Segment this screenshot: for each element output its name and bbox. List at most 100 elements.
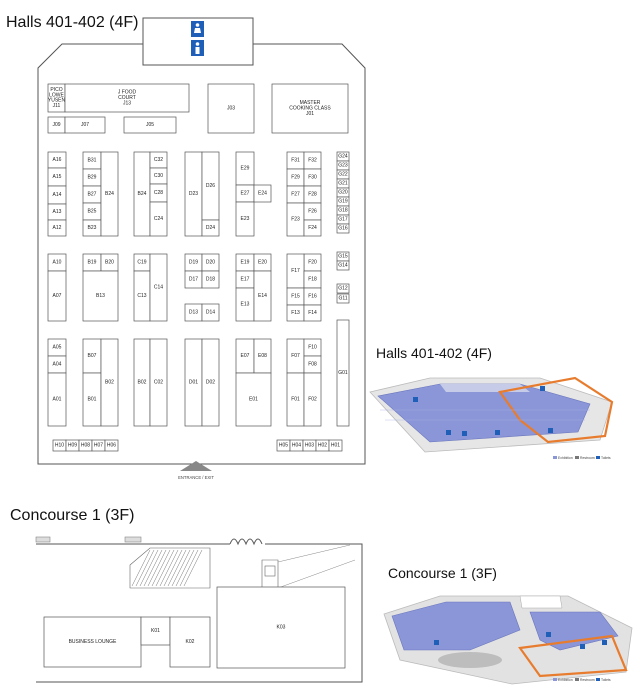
booth-f32: F32 bbox=[303, 151, 322, 170]
booth-label: H03 bbox=[305, 443, 314, 449]
highlight-area-concourse bbox=[518, 634, 628, 678]
booth-label: A05 bbox=[53, 345, 62, 351]
booth-label: F28 bbox=[308, 192, 317, 198]
booth-b07: B07 bbox=[82, 338, 102, 374]
concourse-overview-legend: Exhibition Restroom Toilets bbox=[553, 678, 611, 682]
booth-label: B01 bbox=[88, 397, 97, 403]
booth-label: C28 bbox=[154, 190, 163, 196]
booth-lounge: BUSINESS LOUNGE bbox=[43, 616, 142, 668]
booth-label: F24 bbox=[308, 225, 317, 231]
booth-label: G15 bbox=[338, 254, 348, 260]
booth-label: E01 bbox=[249, 397, 258, 403]
booth-label: G14 bbox=[338, 263, 348, 269]
booth-label: H10 bbox=[55, 443, 64, 449]
legend-exhibition: Exhibition bbox=[558, 456, 573, 460]
booth-label: G21 bbox=[338, 181, 348, 187]
booth-label: E29 bbox=[241, 166, 250, 172]
booth-a13: A13 bbox=[47, 203, 67, 221]
entrance-marker-icon bbox=[180, 461, 212, 471]
booth-label: F15 bbox=[291, 294, 300, 300]
booth-label: C30 bbox=[154, 173, 163, 179]
booth-g11: G11 bbox=[336, 293, 350, 304]
booth-label: E17 bbox=[241, 277, 250, 283]
booth-c32: C32 bbox=[149, 151, 168, 169]
booth-label: D24 bbox=[206, 225, 215, 231]
booth-label: F01 bbox=[291, 397, 300, 403]
booth-label: J07 bbox=[81, 122, 89, 128]
booth-h07: H07 bbox=[91, 439, 106, 452]
booth-g21: G21 bbox=[336, 178, 350, 189]
booth-label: F17 bbox=[291, 268, 300, 274]
booth-label: G19 bbox=[338, 199, 348, 205]
booth-g20: G20 bbox=[336, 187, 350, 198]
booth-g16: G16 bbox=[336, 223, 350, 234]
booth-h09: H09 bbox=[65, 439, 80, 452]
booth-c02: C02 bbox=[149, 338, 168, 427]
booth-g22: G22 bbox=[336, 169, 350, 180]
booth-b02r: B02 bbox=[100, 338, 119, 427]
booth-g12: G12 bbox=[336, 283, 350, 294]
booth-label: K02 bbox=[186, 639, 195, 645]
booth-label: F07 bbox=[291, 353, 300, 359]
booth-label: F31 bbox=[291, 158, 300, 164]
booth-a15: A15 bbox=[47, 167, 67, 187]
booth-f23: F23 bbox=[286, 202, 305, 237]
booth-a07: A07 bbox=[47, 270, 67, 322]
booth-f30: F30 bbox=[303, 168, 322, 187]
booth-label: F02 bbox=[308, 397, 317, 403]
booth-label: D19 bbox=[189, 260, 198, 266]
booth-label: F08 bbox=[308, 362, 317, 368]
booth-f28: F28 bbox=[303, 185, 322, 204]
concourse-plan-title: Concourse 1 (3F) bbox=[10, 507, 135, 524]
ramp-icon bbox=[261, 544, 356, 591]
booth-label: H04 bbox=[292, 443, 301, 449]
booth-label: C19 bbox=[137, 260, 146, 266]
booth-g18: G18 bbox=[336, 205, 350, 216]
booth-d24: D24 bbox=[201, 219, 220, 237]
escalator-stairs-icon bbox=[129, 547, 211, 589]
booth-j07: J07 bbox=[64, 116, 106, 134]
booth-h08: H08 bbox=[78, 439, 93, 452]
booth-label: H07 bbox=[94, 443, 103, 449]
booth-c30: C30 bbox=[149, 167, 168, 185]
booth-label: H06 bbox=[107, 443, 116, 449]
booth-label: F32 bbox=[308, 158, 317, 164]
booth-g24: G24 bbox=[336, 151, 350, 162]
booth-f01: F01 bbox=[286, 372, 305, 427]
booth-label: B24 bbox=[105, 191, 114, 197]
booth-label: F10 bbox=[308, 345, 317, 351]
booth-g19: G19 bbox=[336, 196, 350, 207]
legend-restroom: Restroom bbox=[580, 678, 595, 682]
booth-label: D18 bbox=[206, 277, 215, 283]
concourse-overview-map: Exhibition Restroom Toilets bbox=[383, 595, 633, 685]
booth-f02: F02 bbox=[303, 372, 322, 427]
booth-label: F13 bbox=[291, 310, 300, 316]
booth-label: G23 bbox=[338, 163, 348, 169]
revolving-door-icon bbox=[229, 538, 263, 546]
booth-b31: B31 bbox=[82, 151, 102, 170]
booth-h01: H01 bbox=[328, 439, 343, 452]
booth-h10: H10 bbox=[52, 439, 67, 452]
booth-g14: G14 bbox=[336, 260, 350, 271]
booth-b24r: B24 bbox=[100, 151, 119, 237]
booth-label: B25 bbox=[88, 209, 97, 215]
booth-c19: C19 bbox=[133, 253, 151, 272]
booth-label: B23 bbox=[88, 225, 97, 231]
booth-f27: F27 bbox=[286, 185, 305, 204]
booth-a16: A16 bbox=[47, 151, 67, 169]
booth-g01: G01 bbox=[336, 319, 350, 427]
booth-label: D13 bbox=[189, 310, 198, 316]
booth-e17: E17 bbox=[235, 270, 255, 289]
booth-e13: E13 bbox=[235, 287, 255, 322]
booth-label: H02 bbox=[318, 443, 327, 449]
booth-g17: G17 bbox=[336, 214, 350, 225]
booth-f15: F15 bbox=[286, 287, 305, 306]
booth-j09: J09 bbox=[47, 116, 66, 134]
booth-label: G12 bbox=[338, 286, 348, 292]
booth-label: C24 bbox=[154, 216, 163, 222]
booth-label: F27 bbox=[291, 192, 300, 198]
